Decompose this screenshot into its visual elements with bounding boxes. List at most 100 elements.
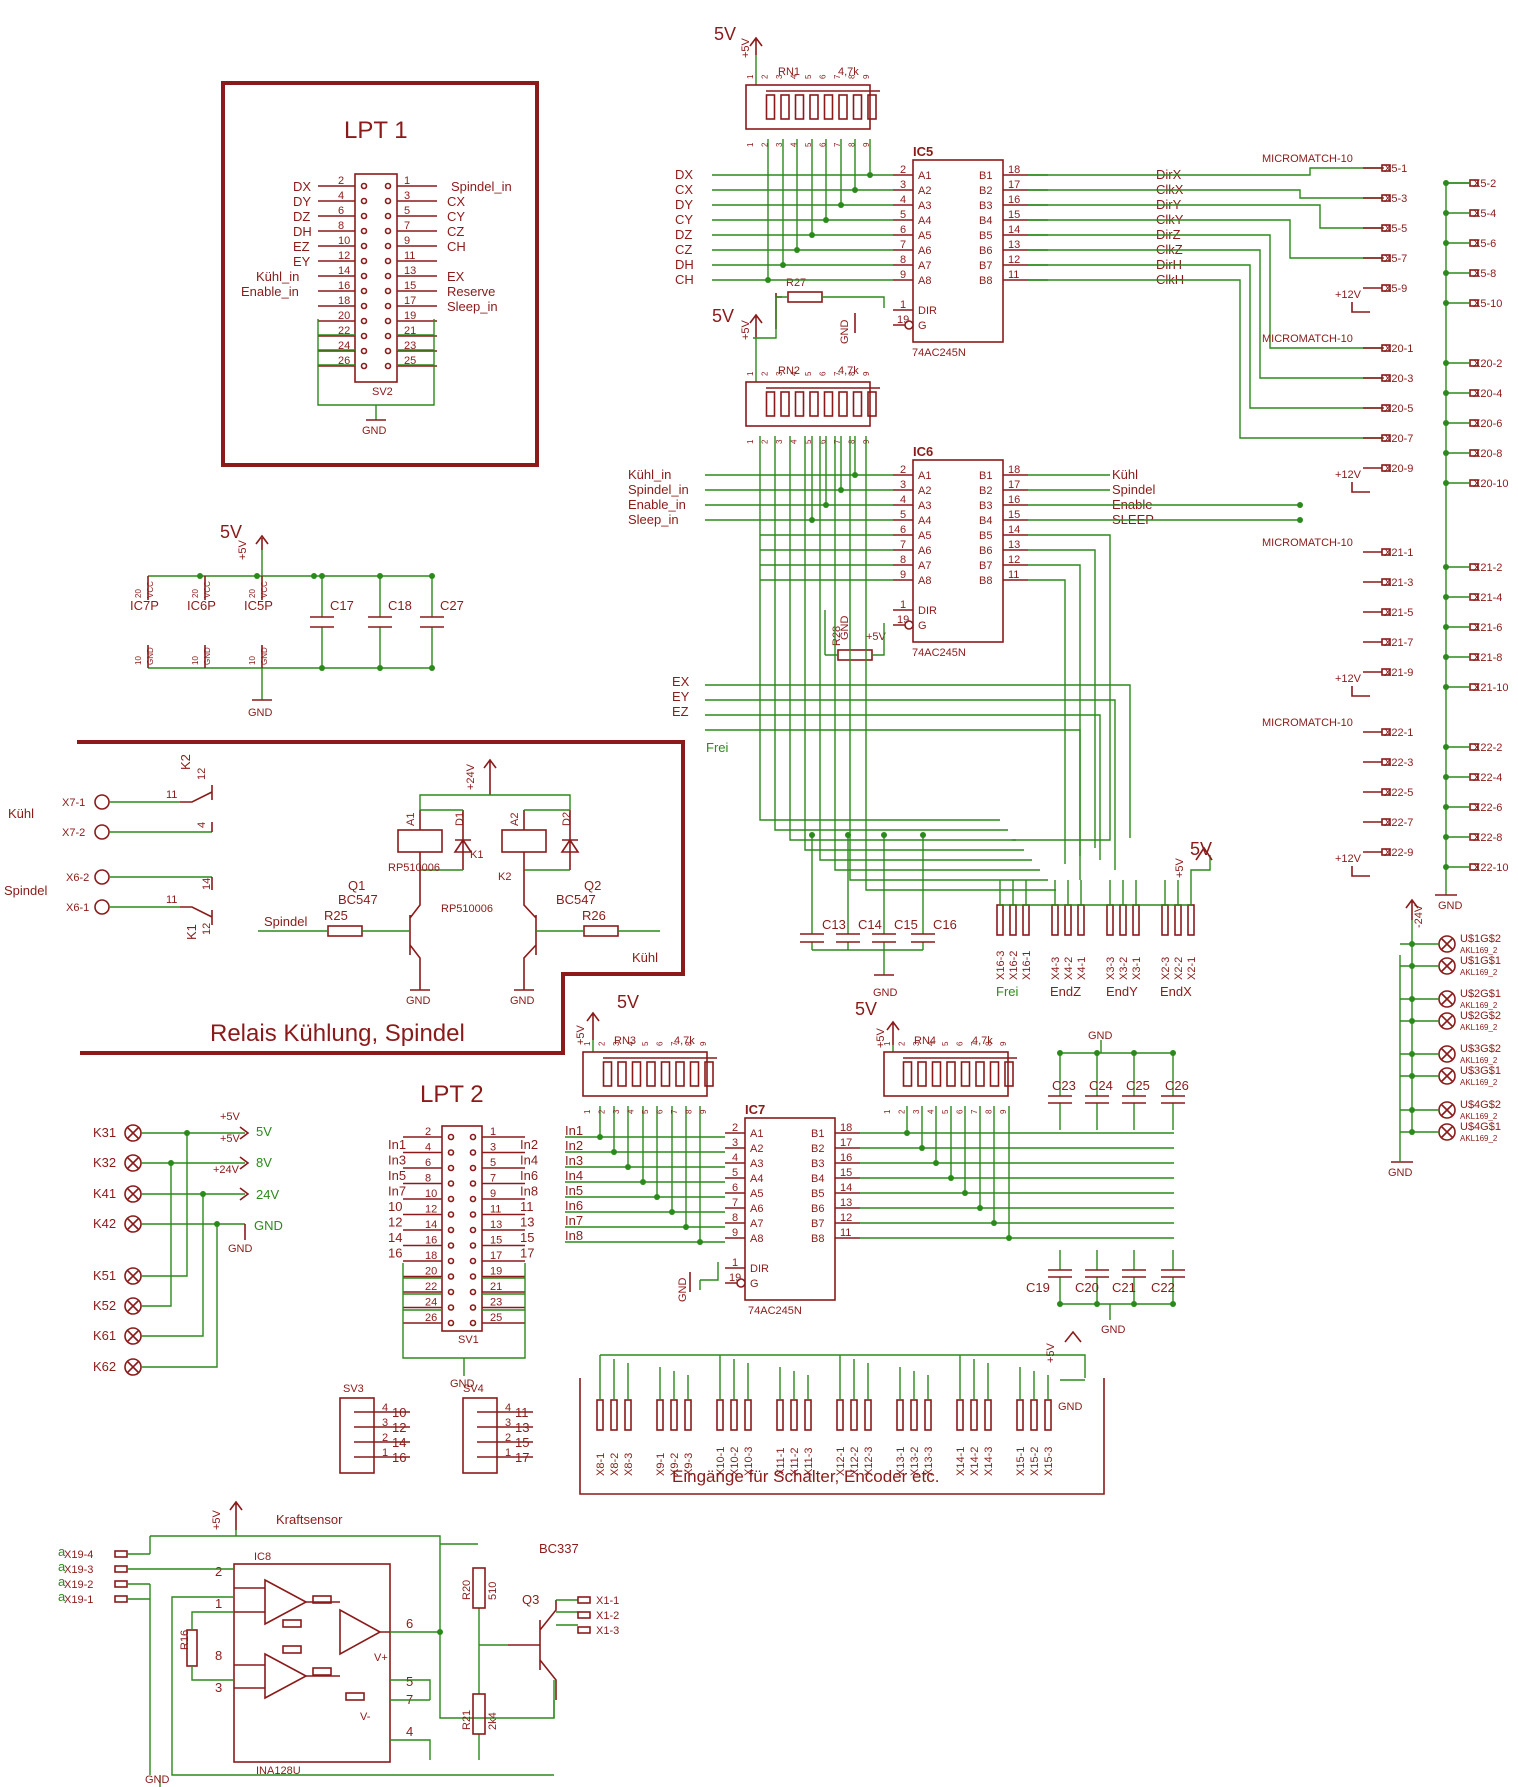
chip-rp: 18 [1008,164,1020,176]
chip-lp: 6 [732,1182,738,1194]
ic6-part: 74AC245N [912,647,966,659]
chip-p1: 1 [900,299,906,311]
lpt1-label-reserve: Reserve [447,284,495,299]
r27-label: R27 [786,277,806,289]
sv1-left-In7: In7 [388,1184,406,1199]
relay1-a1: A1 [405,813,417,826]
mm-pin-X22-6: X22-6 [1473,802,1502,814]
r21-value: 2k4 [487,1712,499,1730]
uterm-part: AKL169_2 [1460,1134,1498,1143]
mm-pin-X22-9: X22-9 [1384,847,1413,859]
in-pin-X15-1: X15-1 [1015,1447,1027,1476]
rn-pin: 8 [848,74,857,79]
lowcap-C25: C25 [1126,1078,1150,1093]
chip-lp: 4 [900,194,906,206]
rn-pin: 3 [612,1041,621,1046]
chip-rp: 11 [1008,569,1019,581]
end-pin-X2-3: X2-3 [1160,957,1172,980]
ic7-net-In4: In4 [565,1168,583,1183]
chip-a: A1 [918,170,931,182]
relay2-d2: D2 [561,812,573,826]
chip-b: B7 [979,260,992,272]
chip-lp: 3 [900,179,906,191]
lpt2-gnd: GND [450,1378,475,1390]
chip-lp: 7 [900,239,906,251]
chip-rp: 16 [1008,194,1020,206]
lpt2-title: LPT 2 [420,1081,484,1108]
ic5-part: 74AC245N [912,347,966,359]
x6-2-label: X6-2 [66,872,89,884]
q3-label: Q3 [522,1592,539,1607]
sv2-pin-17: 17 [404,295,416,307]
relay2-a2: A2 [509,813,521,826]
rn4-p5v: +5V [875,1027,887,1048]
chip-dir: DIR [918,605,937,617]
micromatch-connectors: MICROMATCH-10X5-1X5-3X5-5X5-7X5-9X5-2X5-… [1262,153,1508,912]
chip-b: B6 [979,545,992,557]
sv1-pin-12: 12 [425,1204,437,1216]
chip-lp: 4 [900,494,906,506]
rn-pin-b: 7 [833,142,842,147]
sv1-left-In3: In3 [388,1153,406,1168]
ic7-net-In2: In2 [565,1138,583,1153]
mm-pin-X22-4: X22-4 [1473,772,1502,784]
sv1-pin-19: 19 [490,1266,502,1278]
sv3-pin-2: 2 [382,1432,388,1444]
k2-pin11: 11 [166,789,177,801]
sv1-pin-18: 18 [425,1250,437,1262]
mm-12v-2: +12V [1335,673,1362,685]
in-pin-X8-1: X8-1 [595,1453,607,1476]
lpt1-label-ex: EX [447,269,465,284]
end-group-endz: EndZ [1050,984,1081,999]
rn-pin-b: 1 [746,439,755,444]
chip-b: B7 [979,560,992,572]
pterm-k51: K51 [93,1268,116,1283]
ic6-net-Sleep_in: Sleep_in [628,512,679,527]
x19-a: a [58,1589,66,1604]
chip-a: A7 [918,260,931,272]
rn-pin: 2 [598,1041,607,1046]
sv1-pin-16: 16 [425,1235,437,1247]
chip-a: A2 [918,485,931,497]
rn2-label: RN2 [778,365,800,377]
lowcap-C21: C21 [1112,1280,1136,1295]
sv3-pin-1: 1 [382,1447,388,1459]
rn-pin: 1 [883,1041,892,1046]
in-pin-X12-1: X12-1 [835,1447,847,1476]
uterm-U$1G$1: U$1G$1 [1460,955,1501,967]
chip-a: A1 [918,470,931,482]
mm-pin-X21-2: X21-2 [1473,562,1502,574]
chip-lp: 4 [732,1152,738,1164]
chip-g: G [918,320,927,332]
sv2-pin-3: 3 [404,190,410,202]
mm-pin-X20-9: X20-9 [1384,463,1413,475]
uterm-U$4G$2: U$4G$2 [1460,1099,1501,1111]
mm-pin-X22-1: X22-1 [1384,727,1413,739]
chip-a: A3 [750,1158,763,1170]
k1-pin11: 11 [166,894,177,906]
rn-pin: 2 [898,1041,907,1046]
x19-a: a [58,1544,66,1559]
chip-b: B1 [811,1128,824,1140]
chip-rp: 11 [840,1227,851,1239]
rn-pin-b: 3 [612,1109,621,1114]
x19-X19-3: X19-3 [64,1564,93,1576]
mm-pin-X21-5: X21-5 [1384,607,1413,619]
rn-pin: 5 [804,371,813,376]
in-pin-X8-3: X8-3 [623,1453,635,1476]
lpt1-label-ey: EY [293,254,311,269]
end-pin-X16-3: X16-3 [995,951,1007,980]
mm-pin-X22-3: X22-3 [1384,757,1413,769]
pt-24v: +24V [213,1164,240,1176]
sv1-left-10: 10 [388,1199,402,1214]
mm-pin-X22-5: X22-5 [1384,787,1413,799]
ina-pin-2: 2 [215,1564,222,1579]
